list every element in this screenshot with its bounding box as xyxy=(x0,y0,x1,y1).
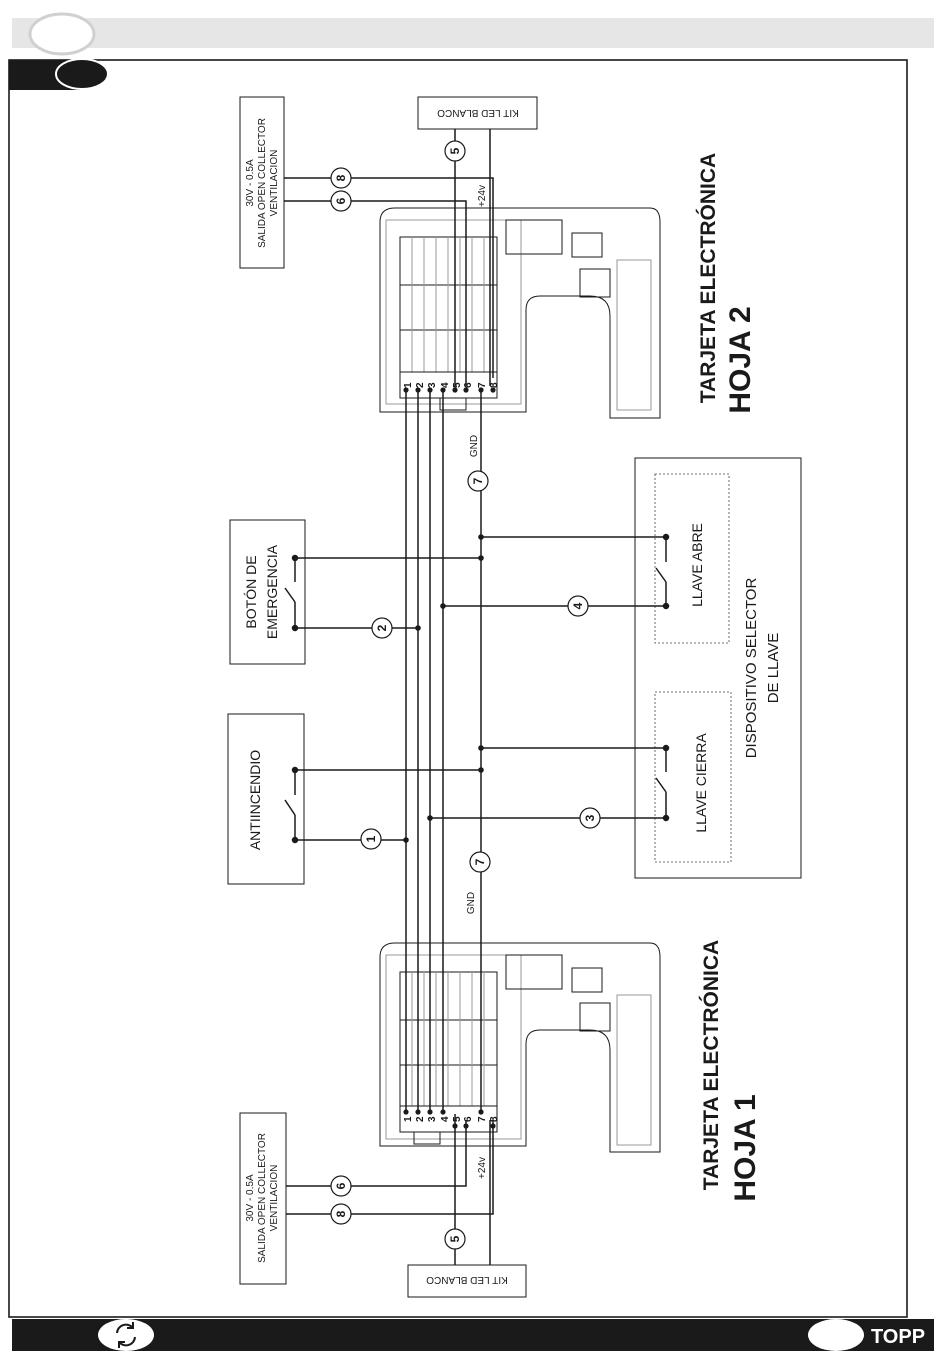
wire-5-top: 5 xyxy=(448,147,462,154)
refresh-icon xyxy=(116,1322,136,1348)
labels: 30V - 0.5A SALIDA OPEN COLLECTOR VENTILA… xyxy=(243,107,782,1285)
terminal-bot-3: 3 xyxy=(427,1116,438,1122)
fire-box xyxy=(227,713,305,885)
wire-number-labels: 8 6 5 7 2 4 1 3 7 6 8 5 xyxy=(334,147,597,1242)
key-open-box xyxy=(654,473,730,644)
emergency-box xyxy=(229,519,306,665)
wire-5-bot: 5 xyxy=(448,1235,462,1242)
board2-subtitle: HOJA 2 xyxy=(724,306,757,413)
selector-line1: DISPOSITIVO SELECTOR xyxy=(743,578,760,759)
led-kit-top-label: KIT LED BLANCO xyxy=(437,107,519,118)
terminal-bot-8: 8 xyxy=(489,1116,500,1122)
terminal-bot-7: 7 xyxy=(477,1116,488,1122)
led-kit-box-top xyxy=(417,96,538,130)
vent-top-line3: VENTILACION xyxy=(269,150,280,217)
terminal-top-8: 8 xyxy=(489,382,500,388)
selector-line2: DE LLAVE xyxy=(765,633,782,704)
wire-4: 4 xyxy=(571,602,585,609)
wire-6-bot: 6 xyxy=(334,1182,348,1189)
terminal-bot-1: 1 xyxy=(403,1116,414,1122)
v24-bottom-label: +24v xyxy=(477,1157,488,1179)
terminal-bot-2: 2 xyxy=(415,1116,426,1122)
key-open-label: LLAVE ABRE xyxy=(689,523,705,607)
key-close-box xyxy=(654,691,732,863)
terminal-top-4: 4 xyxy=(440,382,451,388)
wire-7-bot: 7 xyxy=(473,858,487,865)
selector-box xyxy=(634,457,802,879)
vent-top-line1: 30V - 0.5A xyxy=(245,159,256,207)
emergency-line1: BOTÓN DE xyxy=(243,555,259,628)
header-tab xyxy=(28,12,96,56)
vent-box-top xyxy=(239,96,285,269)
wire-7-top: 7 xyxy=(471,477,485,484)
led-kit-bottom-label: KIT LED BLANCO xyxy=(426,1274,508,1285)
vent-bot-line1: 30V - 0.5A xyxy=(245,1174,256,1222)
refresh-pill xyxy=(98,1319,154,1351)
vent-bot-line2: SALIDA OPEN COLLECTOR xyxy=(257,1133,268,1263)
terminal-bot-5: 5 xyxy=(452,1116,463,1122)
gnd-top-label: GND xyxy=(469,435,480,457)
terminal-top-1: 1 xyxy=(403,382,414,388)
wire-3: 3 xyxy=(583,814,597,821)
wire-1: 1 xyxy=(364,835,378,842)
terminal-top-3: 3 xyxy=(427,382,438,388)
page-frame xyxy=(8,59,908,1318)
terminal-top-5: 5 xyxy=(452,382,463,388)
wire-number-circles xyxy=(330,140,601,1250)
v24-top-label: +24v xyxy=(477,185,488,207)
board-hoja-2 xyxy=(379,207,661,419)
emergency-line2: EMERGENCIA xyxy=(264,544,280,639)
gnd-bottom-label: GND xyxy=(466,892,477,914)
terminal-labels-top: 1 2 3 4 5 6 7 8 xyxy=(403,382,500,388)
vent-box-bottom xyxy=(239,1112,287,1285)
vent-top-line2: SALIDA OPEN COLLECTOR xyxy=(257,118,268,248)
terminal-bot-6: 6 xyxy=(463,1116,474,1122)
terminal-top-7: 7 xyxy=(477,382,488,388)
switches xyxy=(284,533,670,844)
wire-6-top: 6 xyxy=(334,197,348,204)
fire-label: ANTIINCENDIO xyxy=(247,750,263,850)
terminal-top-6: 6 xyxy=(463,382,474,388)
key-close-label: LLAVE CIERRA xyxy=(693,733,709,833)
page-corner-pill xyxy=(55,58,109,90)
board1-subtitle: HOJA 1 xyxy=(729,1094,762,1201)
junction-dots xyxy=(403,387,496,1129)
wire-8-bot: 8 xyxy=(334,1210,348,1217)
terminal-top-2: 2 xyxy=(415,382,426,388)
terminal-bot-4: 4 xyxy=(440,1116,451,1122)
brand-logo: TOPP xyxy=(871,1326,925,1348)
wire-8-top: 8 xyxy=(334,174,348,181)
terminal-labels-bottom: 1 2 3 4 5 6 7 8 xyxy=(403,1116,500,1122)
wires xyxy=(284,129,666,1265)
board2-title: TARJETA ELECTRÓNICA xyxy=(696,153,720,403)
led-kit-box-bottom xyxy=(407,1264,527,1298)
header-bar xyxy=(12,18,934,48)
board1-title: TARJETA ELECTRÓNICA xyxy=(699,940,723,1190)
brand-pill xyxy=(808,1319,864,1351)
wire-2: 2 xyxy=(375,624,389,631)
vent-bot-line3: VENTILACION xyxy=(269,1165,280,1232)
footer-bar xyxy=(12,1319,934,1351)
